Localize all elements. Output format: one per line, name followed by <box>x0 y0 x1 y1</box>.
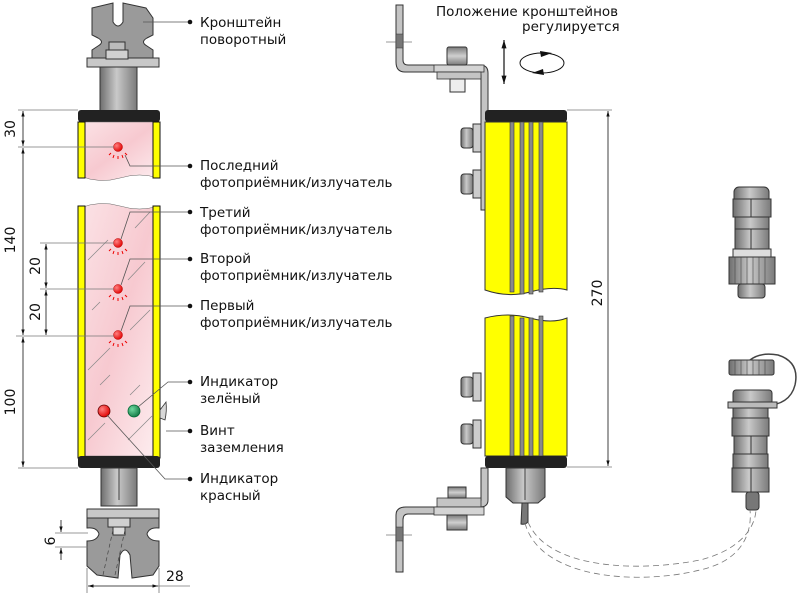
dimensions-left: 30 140 20 20 100 6 28 <box>3 109 190 593</box>
label-red-indicator: Индикатор <box>200 471 278 487</box>
side-housing-upper <box>484 121 568 296</box>
top-end-cap <box>78 110 160 122</box>
dim-bottom-offset: 100 <box>3 389 19 416</box>
top-l-bracket <box>386 4 489 211</box>
side-bottom-cap <box>485 456 567 468</box>
red-indicator <box>97 404 111 418</box>
cable-dashed <box>524 509 757 578</box>
led-last <box>108 142 128 159</box>
label-third-element: Третий <box>199 205 251 221</box>
cable-connector-socket <box>727 353 797 511</box>
label-bracket-adjustable-2: регулируется <box>522 19 620 35</box>
led-second <box>108 284 128 301</box>
label-second-element: Второй <box>200 251 251 267</box>
bottom-l-bracket <box>386 467 489 573</box>
dim-housing-width: 28 <box>166 569 184 585</box>
top-swivel-bracket <box>86 2 160 112</box>
dim-pitch-2: 20 <box>28 303 44 321</box>
label-ground-screw-2: заземления <box>200 440 284 456</box>
bottom-swivel-bracket <box>86 467 160 579</box>
ground-screw <box>159 400 167 421</box>
side-top-cap <box>485 110 567 122</box>
label-green-indicator-2: зелёный <box>200 391 261 407</box>
dim-top-offset: 30 <box>3 120 19 138</box>
label-first-element-2: фотоприёмник/излучатель <box>200 315 393 331</box>
dim-slot-width: 6 <box>43 536 59 545</box>
side-mount-bolts <box>460 123 482 449</box>
label-bracket: Кронштейн <box>200 15 281 31</box>
cable-connector-plug <box>728 186 776 299</box>
side-housing-lower <box>484 314 568 457</box>
rotation-arrows-icon <box>519 51 565 75</box>
side-view: 270 Положение кронштейнов регулируется <box>386 4 620 573</box>
led-first <box>108 330 128 347</box>
label-last-element: Последний <box>200 158 278 174</box>
label-red-indicator-2: красный <box>200 488 261 504</box>
label-bracket-adjustable: Положение кронштейнов <box>436 4 618 20</box>
dim-middle-span: 140 <box>3 227 19 254</box>
label-third-element-2: фотоприёмник/излучатель <box>200 222 393 238</box>
cable-gland <box>505 467 546 525</box>
label-last-element-2: фотоприёмник/излучатель <box>200 175 393 191</box>
green-indicator <box>127 404 141 418</box>
label-first-element: Первый <box>200 298 254 314</box>
front-view <box>77 2 167 579</box>
label-green-indicator: Индикатор <box>200 374 278 390</box>
side-grooves <box>509 121 544 457</box>
dim-pitch-1: 20 <box>28 257 44 275</box>
dim-total-length: 270 <box>590 280 606 307</box>
dimension-270: 270 <box>567 109 612 468</box>
housing-lower <box>77 203 161 459</box>
label-bracket-2: поворотный <box>200 32 286 48</box>
callouts-left: Кронштейн поворотный Последний фотоприём… <box>106 15 393 504</box>
label-second-element-2: фотоприёмник/излучатель <box>200 268 393 284</box>
bottom-end-cap <box>78 456 160 468</box>
label-ground-screw: Винт <box>200 423 235 439</box>
